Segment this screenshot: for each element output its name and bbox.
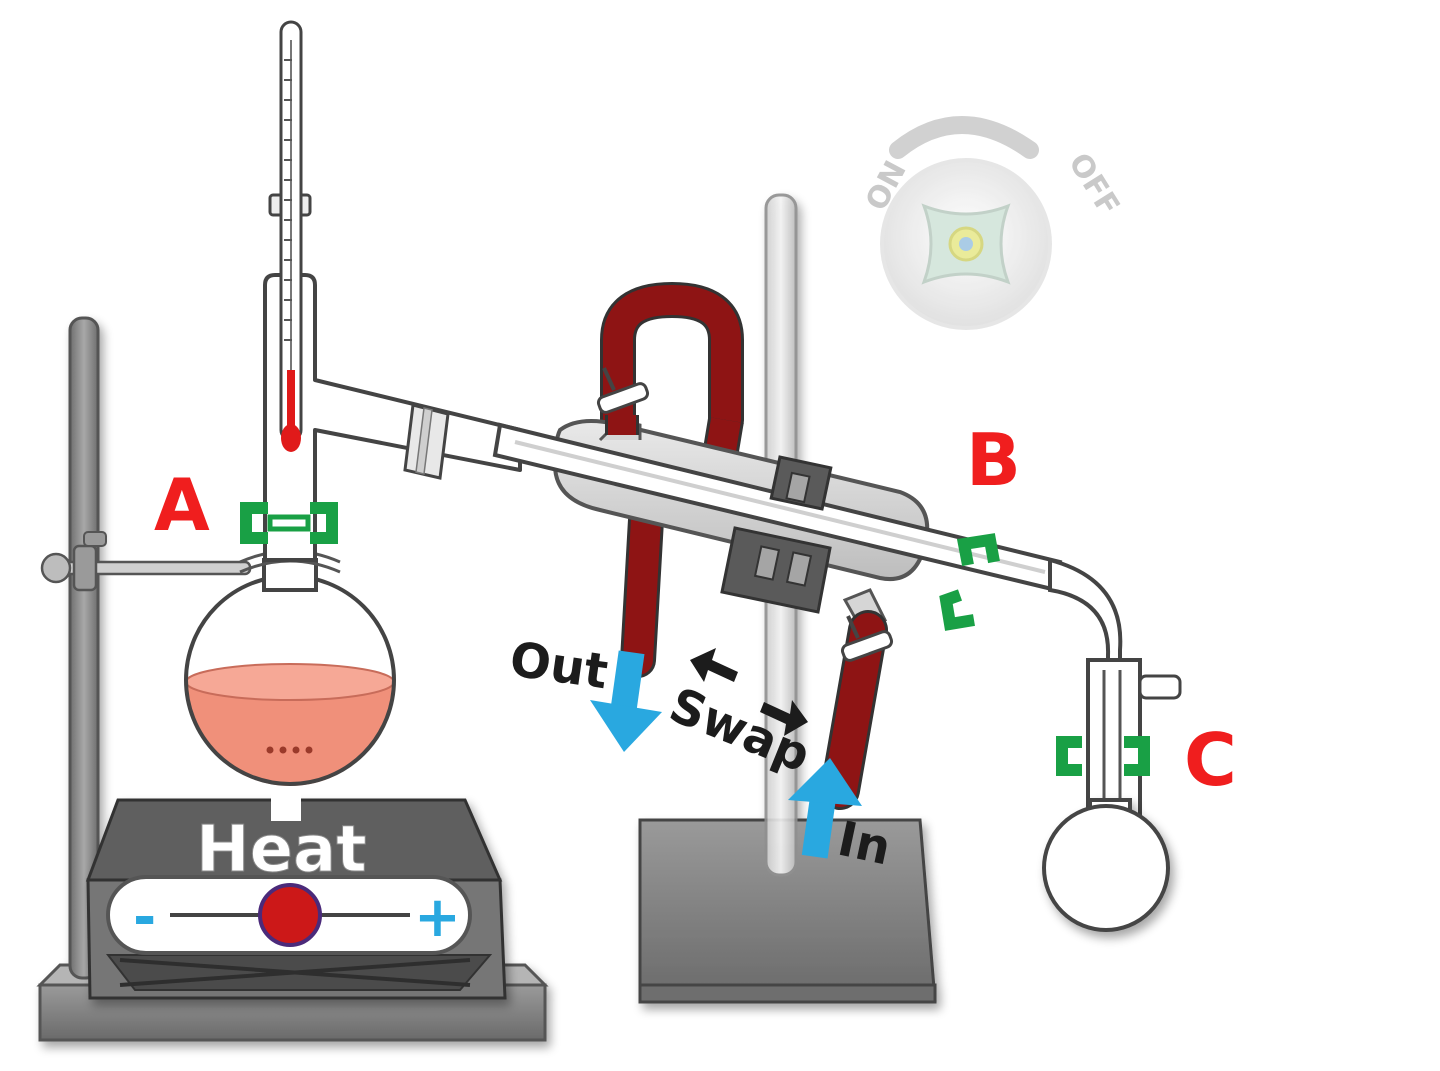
- receiving-flask: [1042, 798, 1170, 932]
- power-knob-icon[interactable]: [880, 116, 1052, 330]
- joint-clip-b[interactable]: [939, 533, 1000, 631]
- heat-label: Heat: [196, 813, 367, 887]
- condenser-clamp[interactable]: [720, 455, 833, 614]
- joint-clip-c[interactable]: [1056, 736, 1150, 776]
- still-head: [263, 273, 522, 562]
- heat-slider-knob[interactable]: [258, 883, 322, 947]
- label-b: B: [966, 418, 1021, 502]
- heat-minus-label: -: [133, 885, 156, 950]
- label-c: C: [1184, 718, 1237, 802]
- receiver-adapter: [1048, 557, 1182, 822]
- hose-clip-bottom[interactable]: [840, 615, 894, 662]
- in-label: In: [833, 811, 896, 877]
- joint-clip-a[interactable]: [240, 502, 338, 544]
- flask-clamp-arm[interactable]: [40, 531, 252, 592]
- off-label: OFF: [1061, 147, 1126, 222]
- left-stand-rod: [68, 316, 100, 980]
- heat-slider[interactable]: - +: [106, 875, 472, 955]
- thermometer: [268, 20, 312, 452]
- water-out-arrow-icon[interactable]: [590, 650, 662, 752]
- boiling-flask: [184, 549, 396, 786]
- water-in-arrow-icon[interactable]: [788, 758, 862, 859]
- hose-clip-top[interactable]: [596, 367, 650, 414]
- heat-plus-label: +: [414, 885, 461, 950]
- label-a: A: [154, 463, 210, 547]
- clamp-screw-knob[interactable]: [40, 552, 72, 584]
- out-label: Out: [506, 631, 611, 700]
- swap-arrow-icon[interactable]: [690, 648, 808, 736]
